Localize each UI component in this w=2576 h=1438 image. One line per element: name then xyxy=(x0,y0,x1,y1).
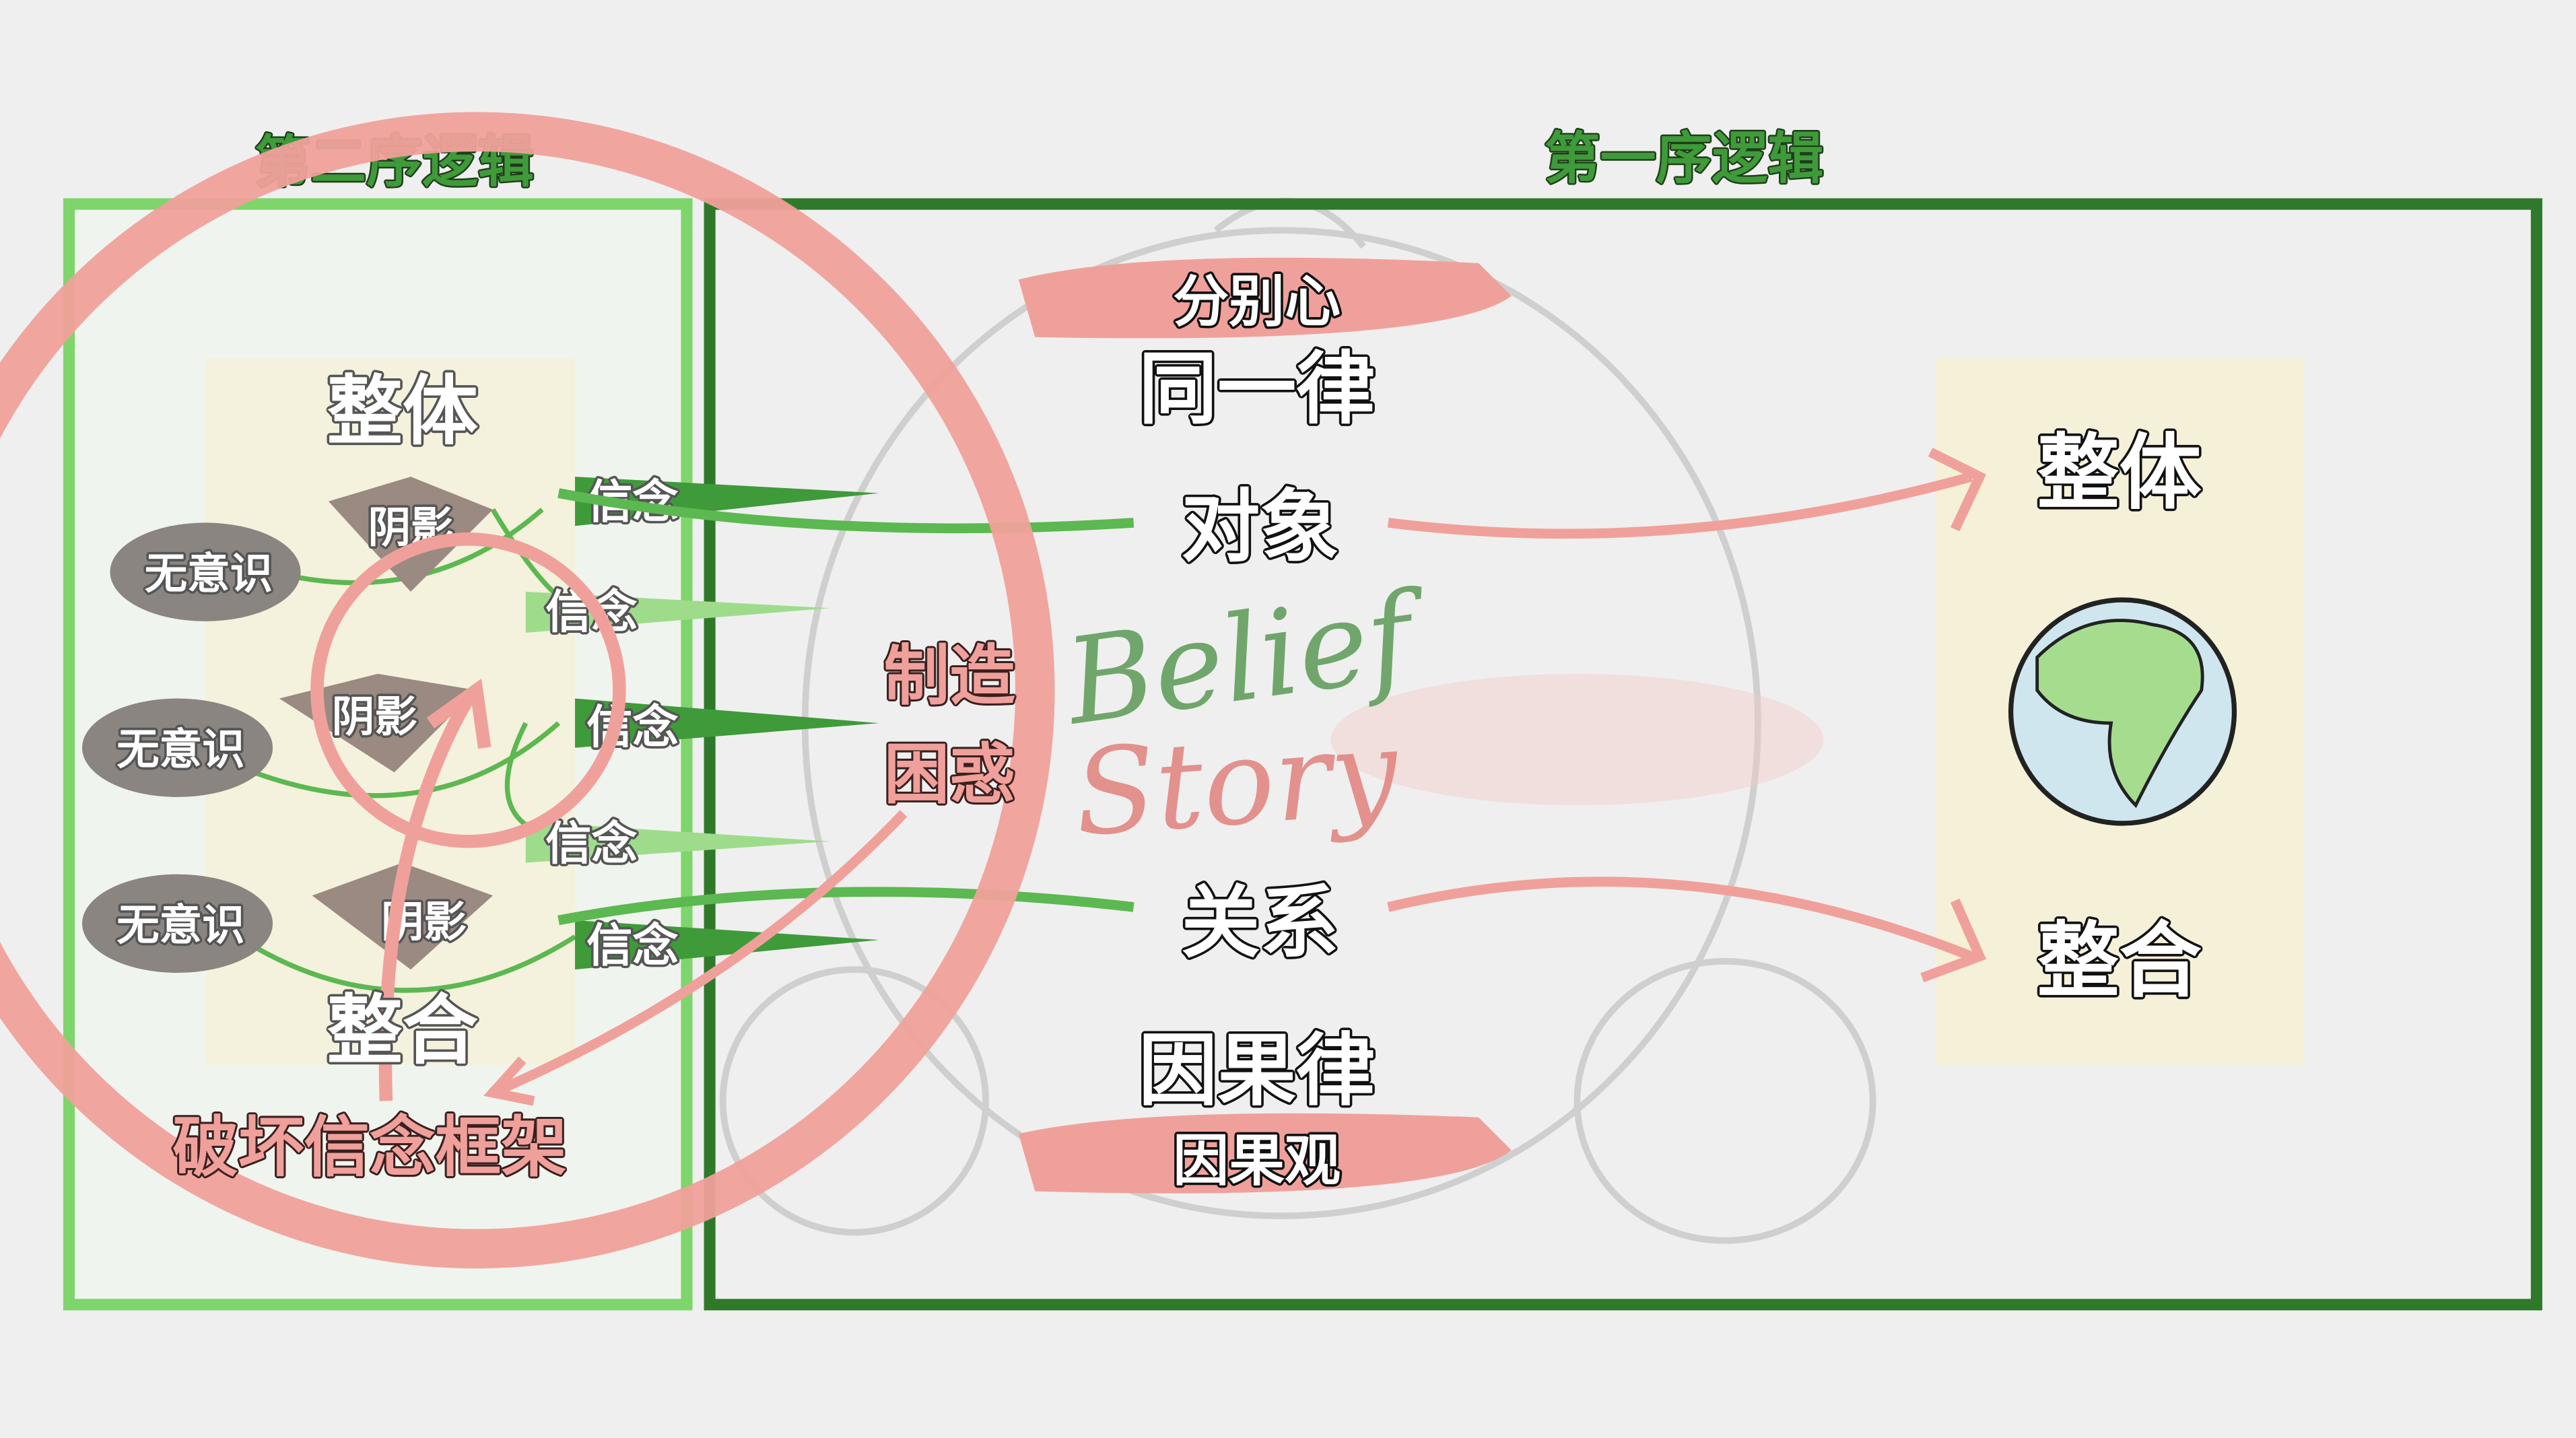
discrimination-label: 分别心 xyxy=(1173,269,1341,334)
object-label: 对象 xyxy=(1181,481,1338,573)
belief-4: 信念 xyxy=(545,818,638,871)
first-order-panel xyxy=(704,198,2542,1311)
shadow-2: 阴影 xyxy=(332,691,417,741)
handwriting-story: Story xyxy=(1070,704,1404,863)
relation-link xyxy=(557,887,1134,926)
unconscious-3: 无意识 xyxy=(116,900,244,950)
object-link xyxy=(557,488,1134,534)
brush-stroke-top xyxy=(1018,257,1512,339)
blur-blob xyxy=(1330,673,1824,806)
identity-law-label: 同一律 xyxy=(1139,343,1375,435)
relation-label: 关系 xyxy=(1181,877,1338,969)
globe-icon xyxy=(2008,597,2237,826)
right-whole-label: 整体 xyxy=(2037,425,2202,521)
unconscious-2: 无意识 xyxy=(116,724,244,774)
left-integration-label: 整合 xyxy=(327,987,478,1074)
unconscious-1: 无意识 xyxy=(145,549,273,598)
belief-5: 信念 xyxy=(586,920,679,973)
belief-3: 信念 xyxy=(586,701,679,754)
break-belief-framework: 破坏信念框架 xyxy=(172,1109,567,1186)
confusion-label: 困惑 xyxy=(884,737,1015,813)
unconscious-nodes: 无意识 无意识 无意识 xyxy=(82,522,301,973)
right-integration-label: 整合 xyxy=(2037,913,2202,1008)
left-whole-label: 整体 xyxy=(327,368,479,456)
belief-arrows: 信念 信念 信念 信念 信念 xyxy=(525,473,879,975)
pink-overlay xyxy=(0,112,1987,1268)
first-order-title: 第一序逻辑 xyxy=(1545,126,1824,191)
causal-view-label: 因果观 xyxy=(1173,1128,1341,1193)
create-label: 制造 xyxy=(884,638,1016,714)
causality-law-label: 因果律 xyxy=(1139,1024,1375,1116)
brush-stroke-bottom xyxy=(1018,1113,1512,1194)
